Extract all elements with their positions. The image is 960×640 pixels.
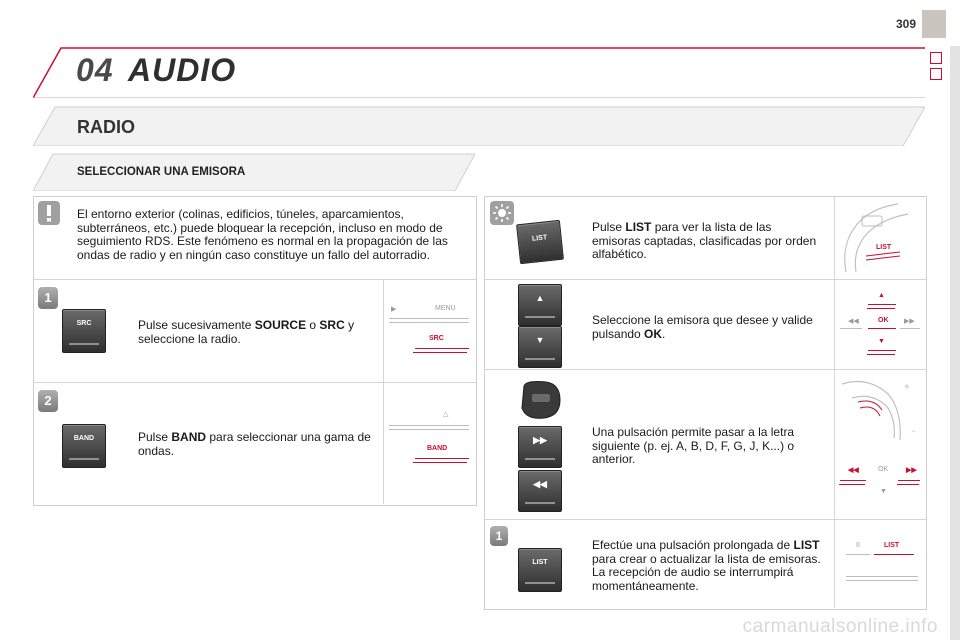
left-panel [33, 196, 477, 506]
update-text: Efectúe una pulsación prolongada de LIST… [592, 538, 821, 593]
warning-text: El entorno exterior (colinas, edificios,… [77, 207, 448, 262]
chapter-title: AUDIO [128, 52, 237, 88]
right-edge-bar [950, 46, 960, 640]
eject-icon: △ [443, 411, 449, 418]
row-divider [484, 519, 927, 520]
steering-control-button[interactable] [516, 378, 564, 422]
band-button[interactable]: BAND [62, 424, 106, 468]
section-title: RADIO [77, 117, 135, 137]
page-number: 309 [895, 17, 916, 31]
row-divider [33, 279, 477, 280]
ok-diagram: ▲ ◀◀ OK ▶▶ ▼ [838, 290, 922, 360]
chapter-header-frame [33, 47, 925, 98]
steering-wheel-list-diagram [844, 203, 909, 273]
row-divider [33, 382, 477, 383]
row-divider [484, 279, 927, 280]
step-badge: 2 [38, 390, 58, 412]
step1-text: Pulse sucesivamente SOURCE o SRC y selec… [138, 318, 355, 346]
diagram-list-label: LIST [884, 542, 900, 549]
list-long-press-button[interactable]: LIST [518, 548, 562, 592]
list-diagram: II LIST [838, 530, 922, 590]
down-arrow-icon: ▼ [535, 335, 545, 345]
svg-text:-: - [912, 426, 915, 437]
diagram-forward-icon: ▶▶ [904, 318, 915, 325]
tip-text: Pulse LIST para ver la lista de las emis… [592, 220, 817, 261]
subsection-title: SELECCIONAR UNA EMISORA [77, 166, 246, 178]
list-button[interactable]: LIST [516, 219, 564, 265]
previous-letter-button[interactable]: ◀◀ [518, 470, 562, 512]
down-arrow-button[interactable]: ▼ [518, 326, 562, 368]
up-arrow-icon: ▲ [535, 293, 545, 303]
bookmark-square-icon [930, 52, 942, 64]
bookmark-square-icon [930, 68, 942, 80]
chapter-number: 04 [76, 52, 114, 88]
tip-badge [490, 201, 514, 230]
diagram-ok-label: OK [878, 317, 889, 324]
watermark: carmanualsonline.info [742, 616, 938, 637]
letter-text: Una pulsación permite pasar a la letra s… [592, 425, 795, 466]
svg-text:+: + [904, 382, 910, 393]
next-letter-button[interactable]: ▶▶ [518, 426, 562, 468]
letter-ok-diagram: ◀◀ OK ▶▶ ▼ [838, 460, 922, 500]
diagram-src-label: SRC [429, 335, 444, 342]
diagram-list-label: LIST [876, 244, 892, 251]
diagram-menu-label: MENU [435, 305, 456, 312]
band-diagram: △ BAND [387, 405, 473, 473]
step-badge: 1 [490, 526, 508, 546]
subsection-header-frame [33, 153, 475, 191]
fast-forward-icon: ▶▶ [533, 435, 547, 445]
up-arrow-button[interactable]: ▲ [518, 284, 562, 326]
src-button[interactable]: SRC [62, 309, 106, 353]
column-divider [834, 196, 835, 608]
list-button-label: LIST [531, 234, 548, 243]
section-header-frame [33, 106, 925, 146]
steering-wheel-control-diagram: + - [841, 381, 915, 441]
warning-badge [38, 201, 60, 230]
diagram-up-icon: ▲ [878, 292, 885, 299]
band-button-label: BAND [73, 435, 95, 442]
exclamation-icon [38, 201, 60, 225]
diagram-down-icon: ▼ [880, 488, 887, 495]
diagram-band-label: BAND [427, 445, 448, 452]
lightbulb-icon [490, 201, 514, 225]
diagram-ok-label: OK [878, 466, 889, 473]
diagram-rewind-icon: ◀◀ [848, 467, 859, 474]
src-button-label: SRC [76, 320, 92, 327]
diagram-rewind-icon: ◀◀ [848, 318, 859, 325]
diagram-forward-icon: ▶▶ [906, 467, 917, 474]
rewind-icon: ◀◀ [533, 479, 547, 489]
select-text: Seleccione la emisora que desee y valide… [592, 313, 813, 341]
step2-text: Pulse BAND para seleccionar una gama de … [138, 430, 371, 458]
corner-tab [922, 10, 946, 38]
list-button-label: LIST [532, 559, 548, 566]
column-divider [383, 280, 384, 504]
src-diagram: ▶ MENU SRC [387, 300, 473, 368]
diagram-down-icon: ▼ [878, 338, 885, 345]
row-divider [484, 369, 927, 370]
step-badge: 1 [38, 287, 58, 309]
play-icon: ▶ [391, 306, 397, 313]
